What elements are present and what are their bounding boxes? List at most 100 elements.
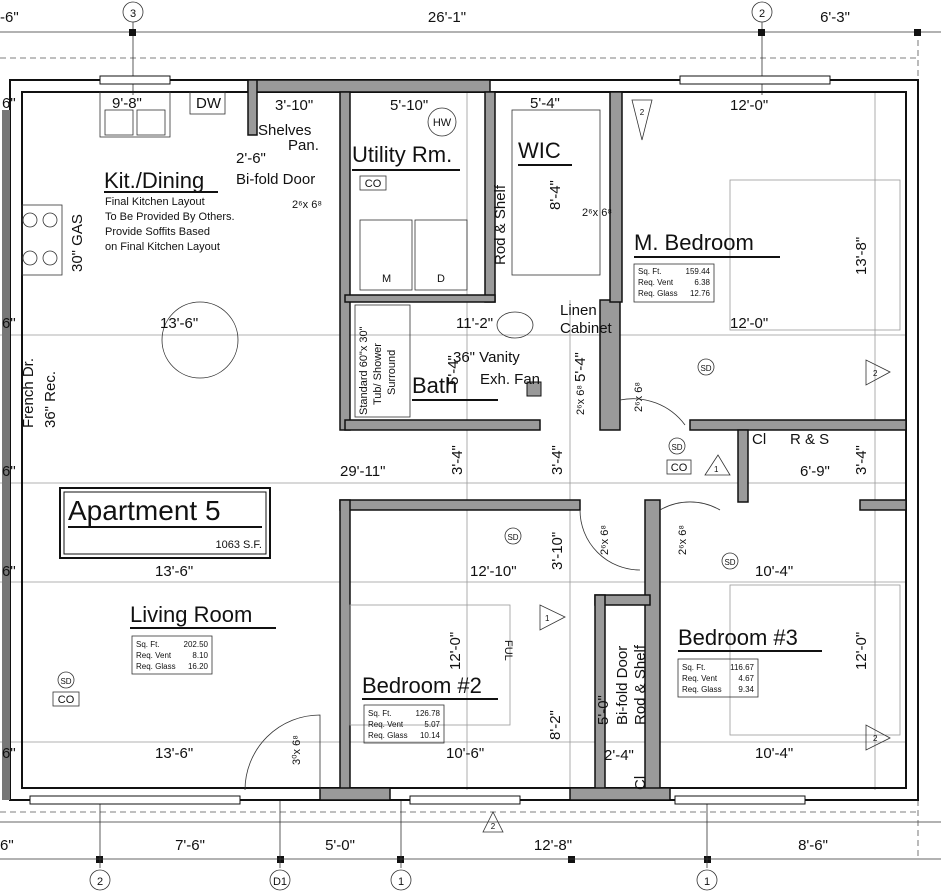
door-size: 2⁶x 6⁸ (677, 525, 689, 555)
dim: 3'-4" (549, 445, 566, 475)
hallway: 29'-11" 3'-4" 3'-4" 3'-4" 3'-10" Cl R & … (57, 358, 870, 689)
grid-bubbles: 3 2 2 D1 1 1 2 2 2 2 1 1 (89, 1, 891, 891)
co-detector: CO (671, 462, 688, 474)
smoke-detector: SD (721, 552, 739, 570)
sd-label: SD (507, 533, 518, 542)
sink-dim: 9'-8" (112, 95, 142, 112)
smoke-detector: SD (668, 437, 686, 455)
dim: 3'-4" (449, 445, 466, 475)
value: 202.50 (184, 640, 209, 649)
tub-label: Surround (386, 350, 398, 395)
dim-bottom: 5'-0" (325, 837, 355, 854)
linen-label: Cabinet (560, 320, 613, 337)
dim-top: 6'-3" (820, 9, 850, 26)
tub-label: Standard 60"x 30" (358, 326, 370, 415)
sd-label: SD (700, 364, 711, 373)
grid-bubble-3: 3 (130, 8, 136, 20)
dim: 10'-6" (446, 745, 484, 762)
grid-bubble-1: 1 (398, 876, 404, 888)
value: 16.20 (188, 662, 209, 671)
label: Req. Glass (136, 662, 176, 671)
walk-in-closet: 5'-4" WIC Rod & Shelf 8'-4" 2⁶x 6⁸ (492, 95, 612, 276)
room-title: Bedroom #2 (362, 673, 482, 698)
dim: 5'-4" (445, 355, 462, 385)
dim: 13'-6" (160, 315, 198, 332)
dim-left: 6" (2, 315, 16, 332)
dim: 13'-8" (853, 237, 870, 275)
kitchen-dining: 9'-8" DW Kit./Dining Final Kitchen Layou… (20, 91, 235, 428)
note: Provide Soffits Based (105, 226, 210, 238)
value: 4.67 (738, 674, 754, 683)
co-detector: CO (58, 694, 75, 706)
dim-bottom: 8'-6" (798, 837, 828, 854)
dim: 2'-6" (236, 150, 266, 167)
dishwasher-label: DW (196, 95, 222, 112)
sd-label: SD (60, 677, 71, 686)
fixtures (21, 91, 901, 736)
water-heater-label: HW (433, 117, 452, 129)
dim: 3'-10" (549, 532, 566, 570)
room-title: Bath (412, 373, 457, 398)
shelves-label: Shelves (258, 122, 311, 139)
fan-label: Exh. Fan (480, 371, 540, 388)
door-size: 2⁶x 6⁸ (633, 382, 645, 412)
sd-label: SD (671, 443, 682, 452)
section-marker: 1 (714, 465, 719, 474)
tub-label: Tub/ Shower (372, 343, 384, 405)
dim-bottom: 6" (0, 837, 14, 854)
label: Sq. Ft. (682, 663, 706, 672)
co-detector: CO (365, 178, 382, 190)
dim: 6'-9" (800, 463, 830, 480)
apartment-label: Apartment 5 1063 S.F. (59, 487, 271, 559)
shelf-label: Rod & Shelf (492, 184, 509, 265)
section-marker: 2 (873, 369, 878, 378)
bifold-door-label: Bi-fold Door (236, 171, 315, 188)
dim: 5'-4" (530, 95, 560, 112)
note: Final Kitchen Layout (105, 196, 205, 208)
bifold-door-label: Bi-fold Door (614, 646, 631, 725)
dim: 2'-4" (604, 747, 634, 764)
label: Req. Vent (682, 674, 718, 683)
value: 159.44 (686, 267, 711, 276)
dimension-text: -6" 26'-1" 6'-3" 6" 7'-6" 5'-0" 12'-8" 8… (0, 9, 850, 854)
dim-top: 26'-1" (428, 9, 466, 26)
value: 10.14 (420, 731, 441, 740)
closet-label: Cl (752, 431, 766, 448)
dim: 12'-0" (447, 632, 464, 670)
value: 116.67 (730, 663, 754, 672)
label: Sq. Ft. (368, 709, 392, 718)
dim: 12'-0" (853, 632, 870, 670)
dim: 5'-4" (572, 352, 589, 382)
rec-label: 36" Rec. (42, 371, 59, 428)
dim: 12'-10" (470, 563, 517, 580)
dim: 11'-2" (456, 315, 493, 332)
rod-shelf-label: R & S (790, 431, 829, 448)
note: on Final Kitchen Layout (105, 241, 220, 253)
smoke-detector: SD (697, 358, 715, 376)
door-size: 2⁶x 6⁸ (582, 207, 612, 219)
smoke-detector: SD (57, 671, 75, 689)
room-info-table: Sq. Ft. 202.50 Req. Vent 8.10 Req. Glass… (131, 635, 213, 675)
grid-bubble-2-bottom: 2 (97, 876, 103, 888)
dim-left: 6" (2, 95, 16, 112)
dim: 3'-4" (853, 445, 870, 475)
smoke-detector: SD (504, 527, 522, 545)
dim: 10'-4" (755, 563, 793, 580)
bedroom-2: 12'-10" 12'-0" Bedroom #2 10'-6" 8'-2" 2… (362, 509, 641, 762)
door-size: 2⁶x 6⁸ (292, 199, 322, 211)
bedroom-3: 10'-4" Bedroom #3 12'-0" 10'-4" 2⁶x 6⁸ S… (659, 501, 870, 762)
value: 126.78 (416, 709, 441, 718)
dim: 13'-6" (155, 563, 193, 580)
label: Req. Vent (136, 651, 172, 660)
label: Req. Vent (368, 720, 404, 729)
sd-label: SD (724, 558, 735, 567)
value: 8.10 (192, 651, 208, 660)
dim-top: -6" (0, 9, 19, 26)
master-bedroom: 12'-0" M. Bedroom 13'-8" 12'-0" 2⁶x 6⁸ S… (619, 97, 870, 426)
label: Req. Glass (368, 731, 408, 740)
door-size: 2⁶x 6⁸ (575, 385, 587, 415)
dim: 5'-0" (595, 695, 612, 725)
note: To Be Provided By Others. (105, 211, 235, 223)
linen-label: Linen (560, 302, 597, 319)
